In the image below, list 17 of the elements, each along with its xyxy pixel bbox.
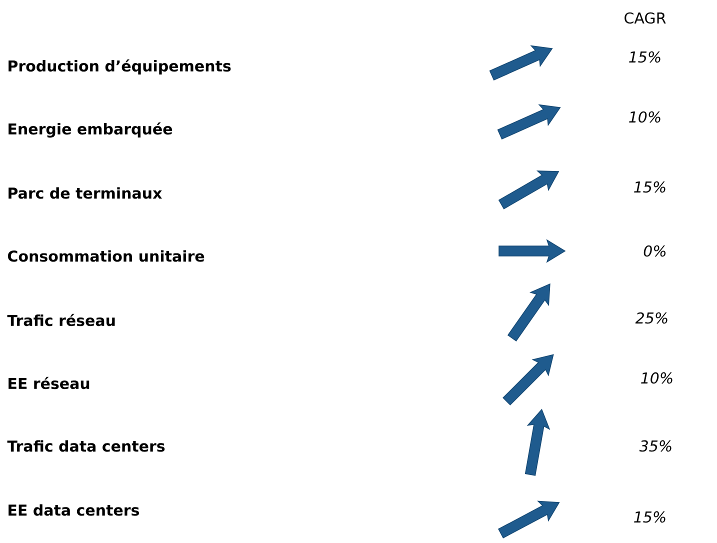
cagr-value: 10% (641, 372, 672, 384)
row-label: Production d’équipements (8, 59, 231, 75)
row-label: Parc de terminaux (8, 187, 162, 199)
row-label: Consommation unitaire (8, 250, 204, 262)
cagr-value: 15% (634, 511, 666, 523)
row-label: Trafic data centers (7, 440, 165, 452)
row-label: Trafic réseau (7, 314, 115, 326)
cagr-value: 10% (629, 111, 660, 123)
cagr-value: 15% (634, 181, 666, 193)
row-label: EE data centers (8, 504, 139, 516)
cagr-value: 25% (635, 312, 668, 324)
column-heading: CAGR (624, 12, 666, 24)
row-label: Energie embarquée (8, 122, 172, 138)
cagr-value: 35% (639, 440, 672, 452)
row-label: EE réseau (8, 376, 90, 390)
cagr-value: 0% (644, 245, 666, 257)
cagr-value: 15% (629, 51, 660, 63)
